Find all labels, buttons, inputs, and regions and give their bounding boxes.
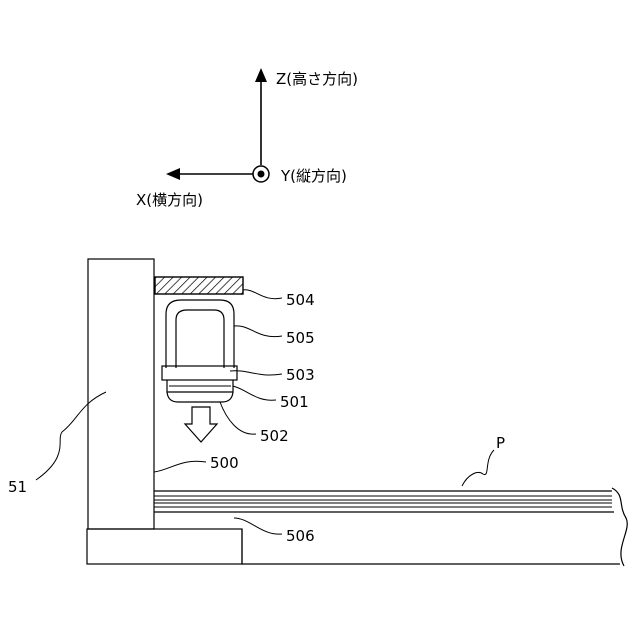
- base-block: [87, 529, 242, 564]
- sheet-stack-p: [154, 488, 627, 566]
- coordinate-axes: Z(高さ方向) Y(縦方向) X(横方向): [136, 68, 358, 209]
- label-502: 502: [260, 427, 289, 445]
- label-506: 506: [286, 527, 315, 545]
- z-axis-arrowhead: [255, 68, 267, 82]
- label-p: P: [496, 434, 505, 452]
- label-501: 501: [280, 393, 309, 411]
- label-51: 51: [8, 478, 27, 496]
- label-505: 505: [286, 329, 315, 347]
- y-axis-dot-icon: [258, 171, 265, 178]
- label-503: 503: [286, 366, 315, 384]
- member-504: [155, 277, 243, 294]
- label-504: 504: [286, 291, 315, 309]
- part-503: [162, 366, 237, 380]
- leader-lines: [36, 290, 494, 534]
- stage-506: [154, 512, 620, 564]
- label-500: 500: [210, 454, 239, 472]
- frame-51: [88, 259, 154, 529]
- pad-505-inner: [176, 310, 224, 368]
- x-axis-label: X(横方向): [136, 191, 203, 209]
- x-axis-arrowhead: [166, 168, 180, 180]
- y-axis-label: Y(縦方向): [280, 167, 347, 185]
- part-502: [167, 392, 233, 402]
- down-arrow-icon: [185, 407, 217, 442]
- z-axis-label: Z(高さ方向): [276, 70, 358, 88]
